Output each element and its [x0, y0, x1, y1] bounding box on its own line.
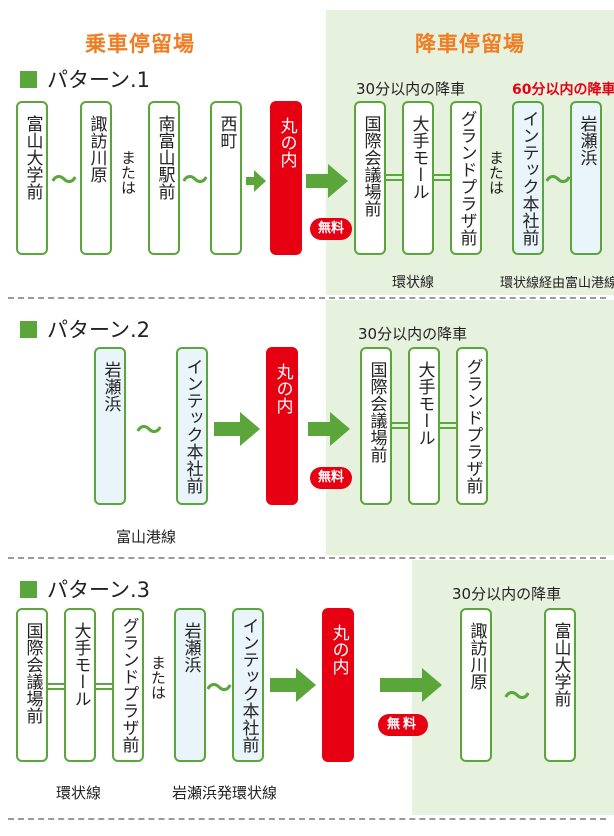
boarding-header: 乗車停留場 — [85, 32, 195, 56]
transfer-connector — [440, 422, 456, 429]
pattern-3-title: パターン.3 — [20, 574, 150, 604]
stop-toyama-daigaku-mae: 富山大学前 — [544, 608, 576, 762]
stop-intec-honsha-mae: インテック本社前 — [176, 347, 208, 505]
arrow-right-icon — [380, 668, 442, 702]
alight-or-label: または — [487, 150, 505, 195]
stop-intec-honsha-mae: インテック本社前 — [512, 101, 544, 255]
hub-marunouchi: 丸の内 — [322, 608, 354, 762]
section-divider — [8, 297, 606, 299]
transfer-connector — [96, 683, 112, 690]
stop-nishi-cho: 西町 — [210, 101, 242, 255]
arrow-right-icon — [270, 668, 316, 702]
stop-iwasehama: 岩瀬浜 — [94, 347, 126, 505]
section-divider — [8, 557, 606, 559]
alighting-panel-3 — [412, 560, 614, 815]
free-badge: 無料 — [310, 218, 352, 240]
hub-marunouchi: 丸の内 — [266, 347, 298, 505]
range-tilde: 〜 — [51, 166, 78, 196]
free-badge: 無料 — [378, 714, 428, 736]
transfer-connector — [386, 174, 402, 181]
stop-intec-honsha-mae: インテック本社前 — [232, 608, 264, 762]
bullet-square-icon — [20, 580, 37, 598]
range-tilde: 〜 — [545, 166, 572, 196]
pattern-1-alight-note: 30分以内の降車 — [356, 80, 466, 98]
pattern-1-title: パターン.1 — [20, 64, 150, 94]
line-label-iwasehama-kanjo: 岩瀬浜発環状線 — [172, 784, 278, 802]
transfer-connector — [392, 422, 408, 429]
stop-kokusai-kaigijo-mae: 国際会議場前 — [16, 608, 48, 762]
or-label: または — [119, 150, 137, 195]
pattern-2-title: パターン.2 — [20, 314, 150, 344]
range-tilde: 〜 — [136, 416, 163, 446]
pattern-2-alight-note: 30分以内の降車 — [358, 325, 468, 343]
stop-kokusai-kaigijo-mae: 国際会議場前 — [360, 347, 392, 505]
stop-iwasehama: 岩瀬浜 — [174, 608, 206, 762]
line-label-kanjo: 環状線 — [392, 275, 434, 291]
stop-suwa-gawara: 諏訪川原 — [460, 608, 492, 762]
pattern-1-title-text: パターン.1 — [47, 68, 150, 92]
free-badge: 無料 — [310, 467, 352, 489]
line-label-kanjo-via-toyamako: 環状線経由富山港線 — [500, 276, 614, 291]
stop-grand-plaza-mae: グランドプラザ前 — [112, 608, 144, 762]
transfer-connector — [48, 683, 64, 690]
bullet-square-icon — [20, 70, 37, 88]
stop-grand-plaza-mae: グランドプラザ前 — [450, 101, 482, 255]
alighting-header: 降車停留場 — [415, 32, 525, 56]
pattern-3-alight-note: 30分以内の降車 — [452, 585, 562, 603]
stop-ote-mall: 大手モール — [408, 347, 440, 505]
pattern-1-alight-note-60: 60分以内の降車 — [512, 82, 614, 98]
pattern-2-title-text: パターン.2 — [47, 318, 150, 342]
bullet-square-icon — [20, 320, 37, 338]
line-label-kanjo: 環状線 — [56, 784, 102, 802]
range-tilde: 〜 — [182, 166, 209, 196]
or-label: または — [149, 655, 167, 700]
arrow-right-icon — [214, 412, 260, 446]
stop-minami-toyama-eki-mae: 南富山駅前 — [148, 101, 180, 255]
range-tilde: 〜 — [206, 674, 233, 704]
hub-marunouchi: 丸の内 — [270, 101, 302, 255]
pattern-3-title-text: パターン.3 — [47, 578, 150, 602]
range-tilde: 〜 — [504, 682, 531, 712]
section-divider — [8, 818, 606, 820]
line-label-toyamako: 富山港線 — [116, 528, 177, 546]
stop-suwa-gawara: 諏訪川原 — [80, 101, 112, 255]
arrow-right-icon — [246, 170, 266, 192]
stop-kokusai-kaigijo-mae: 国際会議場前 — [354, 101, 386, 255]
transfer-connector — [434, 174, 450, 181]
stop-iwasehama: 岩瀬浜 — [570, 101, 602, 255]
arrow-right-icon — [308, 412, 350, 446]
stop-ote-mall: 大手モール — [64, 608, 96, 762]
stop-toyama-daigaku-mae: 富山大学前 — [16, 101, 48, 255]
stop-ote-mall: 大手モール — [402, 101, 434, 255]
arrow-right-icon — [306, 164, 348, 198]
stop-grand-plaza-mae: グランドプラザ前 — [456, 347, 488, 505]
